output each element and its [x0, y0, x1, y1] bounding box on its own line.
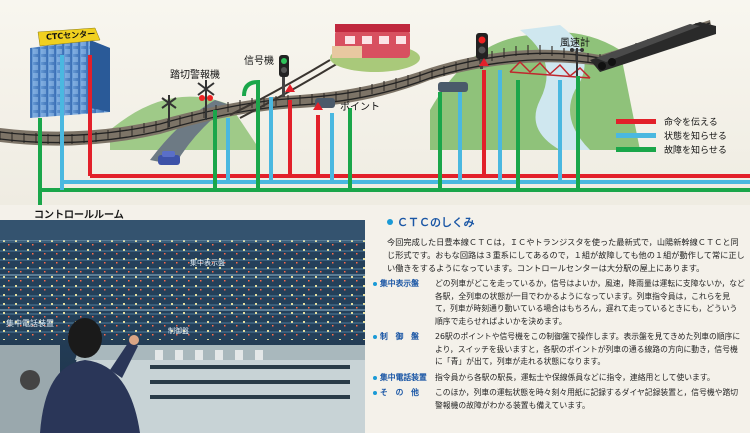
- bullet-icon: [373, 375, 377, 380]
- item-label-text: 制 御 盤: [380, 332, 419, 341]
- list-item: そ の 他 このほか，列車の運転状態を時々刻々用紙に記録するダイヤ記録装置と，信…: [373, 387, 745, 412]
- item-label-text: そ の 他: [380, 388, 419, 397]
- item-label: 集中表示盤: [373, 278, 435, 328]
- car-icon: [158, 151, 180, 165]
- photo-title: コントロールルーム: [34, 210, 124, 221]
- item-label-text: 集中電話装置: [380, 372, 427, 382]
- bullet-icon: [373, 282, 377, 286]
- legend-swatch-red: [616, 119, 656, 124]
- list-item: 集中表示盤 どの列車がどこを走っているか，信号はよいか，風速，降雨量は運転に支障…: [373, 278, 745, 328]
- signal-icon: [279, 55, 289, 97]
- legend-label: 命令を伝える: [664, 118, 718, 128]
- depot-building: [330, 24, 420, 72]
- legend-item-command: 命令を伝える: [616, 115, 718, 128]
- item-text: 指令員から各駅の駅長，運転士や保線係員などに指令，連絡用として使います。: [435, 372, 715, 382]
- label-anemometer: 風速計: [560, 38, 590, 49]
- panel-label-phone: 集中電話装置: [6, 319, 54, 328]
- article: ＣＴＣのしくみ 今回完成した日豊本線ＣＴＣは，ＩＣやトランジスタを使った最新式で…: [373, 214, 745, 415]
- signal-lines: [38, 55, 750, 205]
- legend-swatch-green: [616, 147, 656, 152]
- legend-item-fault: 故障を知らせる: [616, 143, 727, 156]
- label-crossing-alarm: 踏切警報機: [170, 70, 220, 81]
- legend-label: 故障を知らせる: [664, 146, 727, 156]
- train-icon: [590, 22, 716, 72]
- legend-label: 状態を知らせる: [664, 132, 727, 142]
- list-item: 集中電話装置 指令員から各駅の駅長，運転士や保線係員などに指令，連絡用として使い…: [373, 372, 745, 385]
- anemometer-icon: [570, 48, 584, 76]
- legend-item-status: 状態を知らせる: [616, 129, 727, 142]
- crossing-alarm-icon: [161, 80, 215, 127]
- item-label-text: 集中表示盤: [380, 279, 419, 288]
- item-label: 制 御 盤: [373, 331, 435, 369]
- bullet-icon: [373, 391, 377, 395]
- control-room-photo: [0, 220, 365, 433]
- ctc-system-diagram: [0, 0, 750, 205]
- label-point: ポイント: [340, 102, 380, 113]
- item-label: そ の 他: [373, 387, 435, 412]
- label-signal: 信号機: [244, 56, 274, 67]
- item-text: 26駅のポイントや信号機をこの制御盤で操作します。表示盤を見てきめた列車の順序に…: [435, 332, 741, 366]
- item-text: どの列車がどこを走っているか，信号はよいか，風速，降雨量は運転に支障ないか，など…: [435, 279, 745, 326]
- legend-swatch-blue: [616, 133, 656, 138]
- article-intro: 今回完成した日豊本線ＣＴＣは，ＩＣやトランジスタを使った最新式で，山陽新幹線ＣＴ…: [387, 237, 745, 273]
- list-item: 制 御 盤 26駅のポイントや信号機をこの制御盤で操作します。表示盤を見てきめた…: [373, 331, 745, 369]
- article-title-text: ＣＴＣのしくみ: [397, 216, 475, 229]
- panel-label-display: 集中表示盤: [190, 259, 225, 267]
- item-label: 集中電話装置: [373, 372, 435, 385]
- item-text: このほか，列車の運転状態を時々刻々用紙に記録するダイヤ記録装置と，信号機や踏切警…: [435, 388, 739, 410]
- bullet-icon: [387, 219, 393, 225]
- bullet-icon: [373, 335, 377, 339]
- article-title: ＣＴＣのしくみ: [387, 214, 745, 230]
- track-ballast: [0, 20, 712, 146]
- panel-label-control: 制御盤: [168, 327, 189, 335]
